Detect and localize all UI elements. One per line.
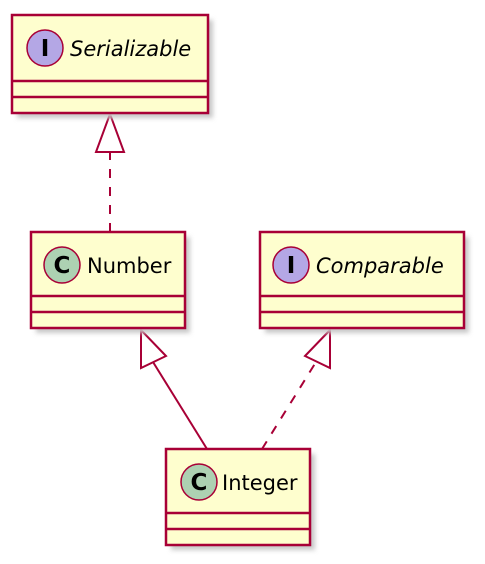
class-badge-icon xyxy=(43,246,81,284)
realization-arrowhead xyxy=(303,327,331,370)
class-badge-letter: C xyxy=(54,253,71,279)
interface-badge-icon xyxy=(272,246,310,284)
relation-number-serializable xyxy=(94,111,126,232)
class-badge-icon xyxy=(180,463,218,501)
interface-badge-icon xyxy=(26,29,64,67)
generalization-arrowhead xyxy=(140,327,168,370)
interface-serializable[interactable]: I Serializable xyxy=(10,13,213,118)
interface-badge-letter: I xyxy=(287,253,296,279)
class-badge-letter: C xyxy=(191,470,208,496)
class-number[interactable]: C Number xyxy=(29,230,190,333)
interface-comparable[interactable]: I Comparable xyxy=(258,230,469,333)
interface-name: Comparable xyxy=(316,254,444,278)
realization-arrowhead xyxy=(94,111,126,153)
class-name: Integer xyxy=(222,471,298,495)
interface-badge-letter: I xyxy=(41,36,50,62)
relation-integer-comparable xyxy=(261,327,331,450)
interface-name: Serializable xyxy=(70,37,191,61)
class-name: Number xyxy=(87,254,172,278)
relation-integer-number xyxy=(140,327,208,450)
class-integer[interactable]: C Integer xyxy=(164,447,315,550)
